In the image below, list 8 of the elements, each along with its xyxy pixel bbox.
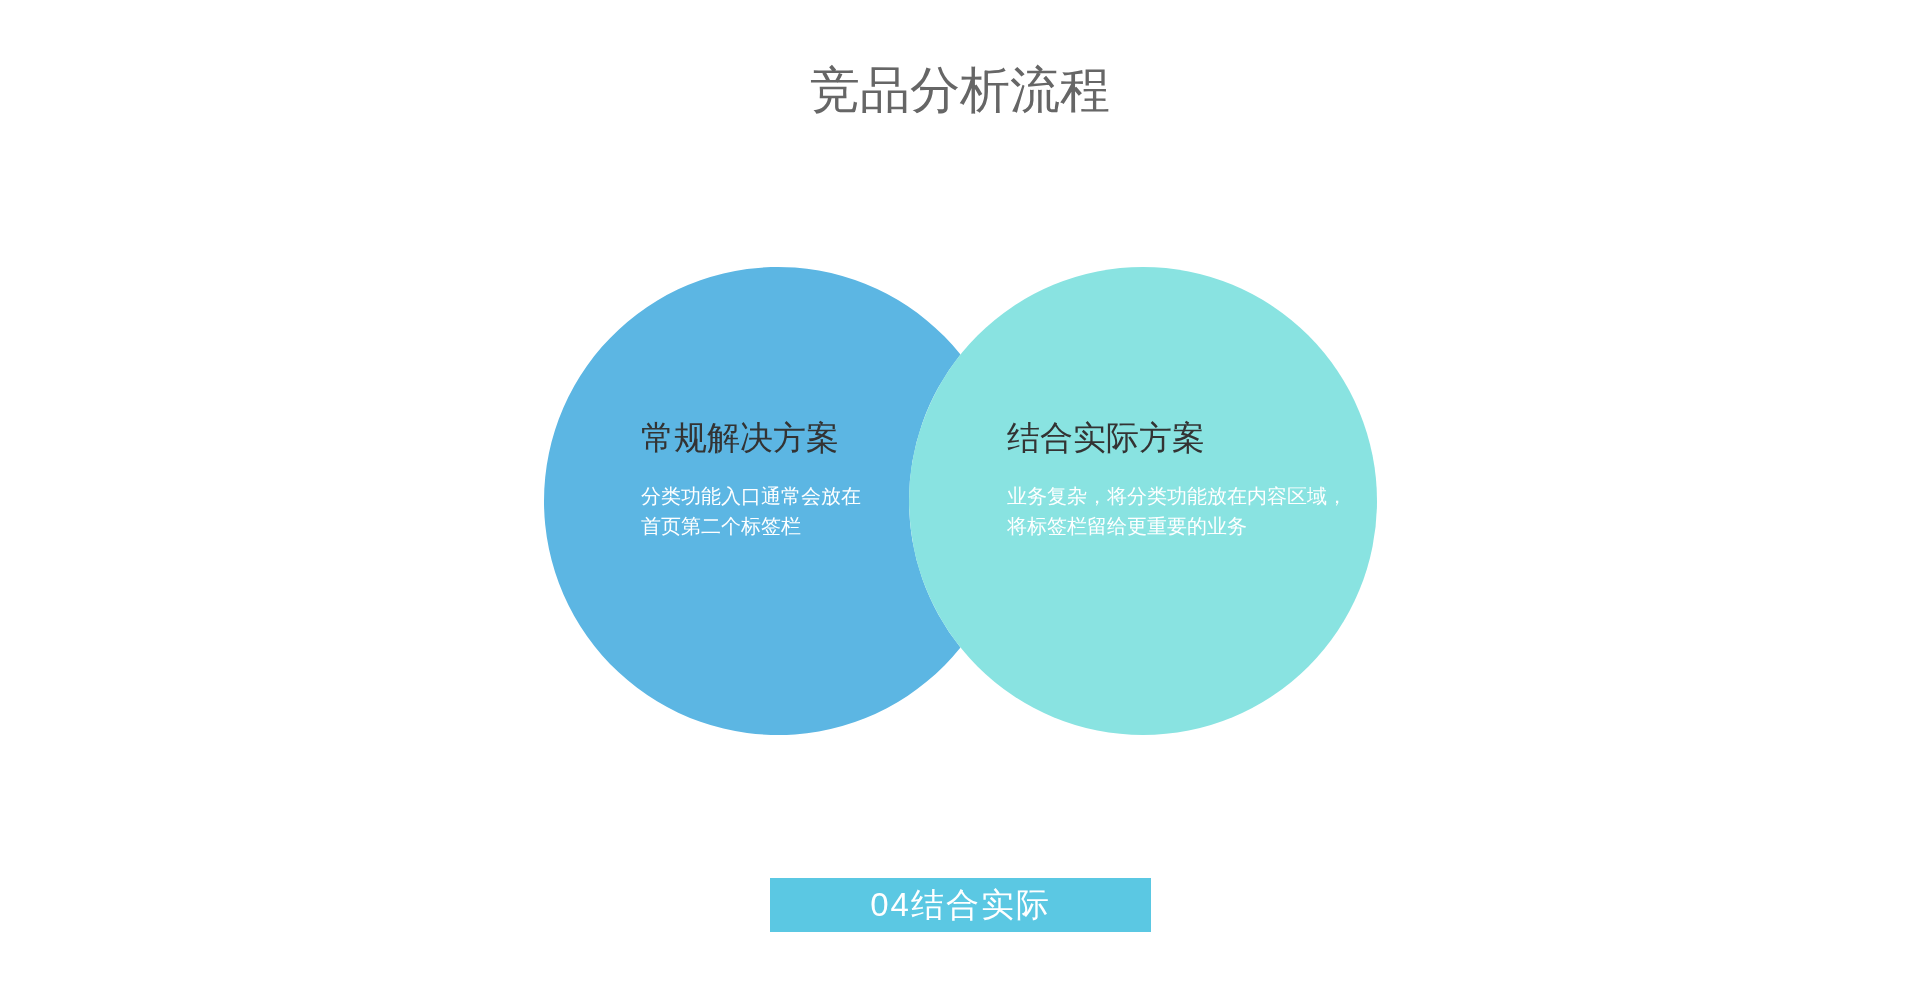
circle-heading: 常规解决方案 <box>641 418 839 458</box>
circle-heading: 结合实际方案 <box>1007 418 1205 458</box>
venn-crescent <box>544 267 961 735</box>
circle-description: 业务复杂，将分类功能放在内容区域，将标签栏留给更重要的业务 <box>1007 484 1348 539</box>
venn-circle <box>909 267 1377 735</box>
page-title: 竞品分析流程 <box>810 61 1110 120</box>
circle-description: 分类功能入口通常会放在首页第二个标签栏 <box>641 484 862 539</box>
section-banner: 04结合实际 <box>770 878 1151 932</box>
